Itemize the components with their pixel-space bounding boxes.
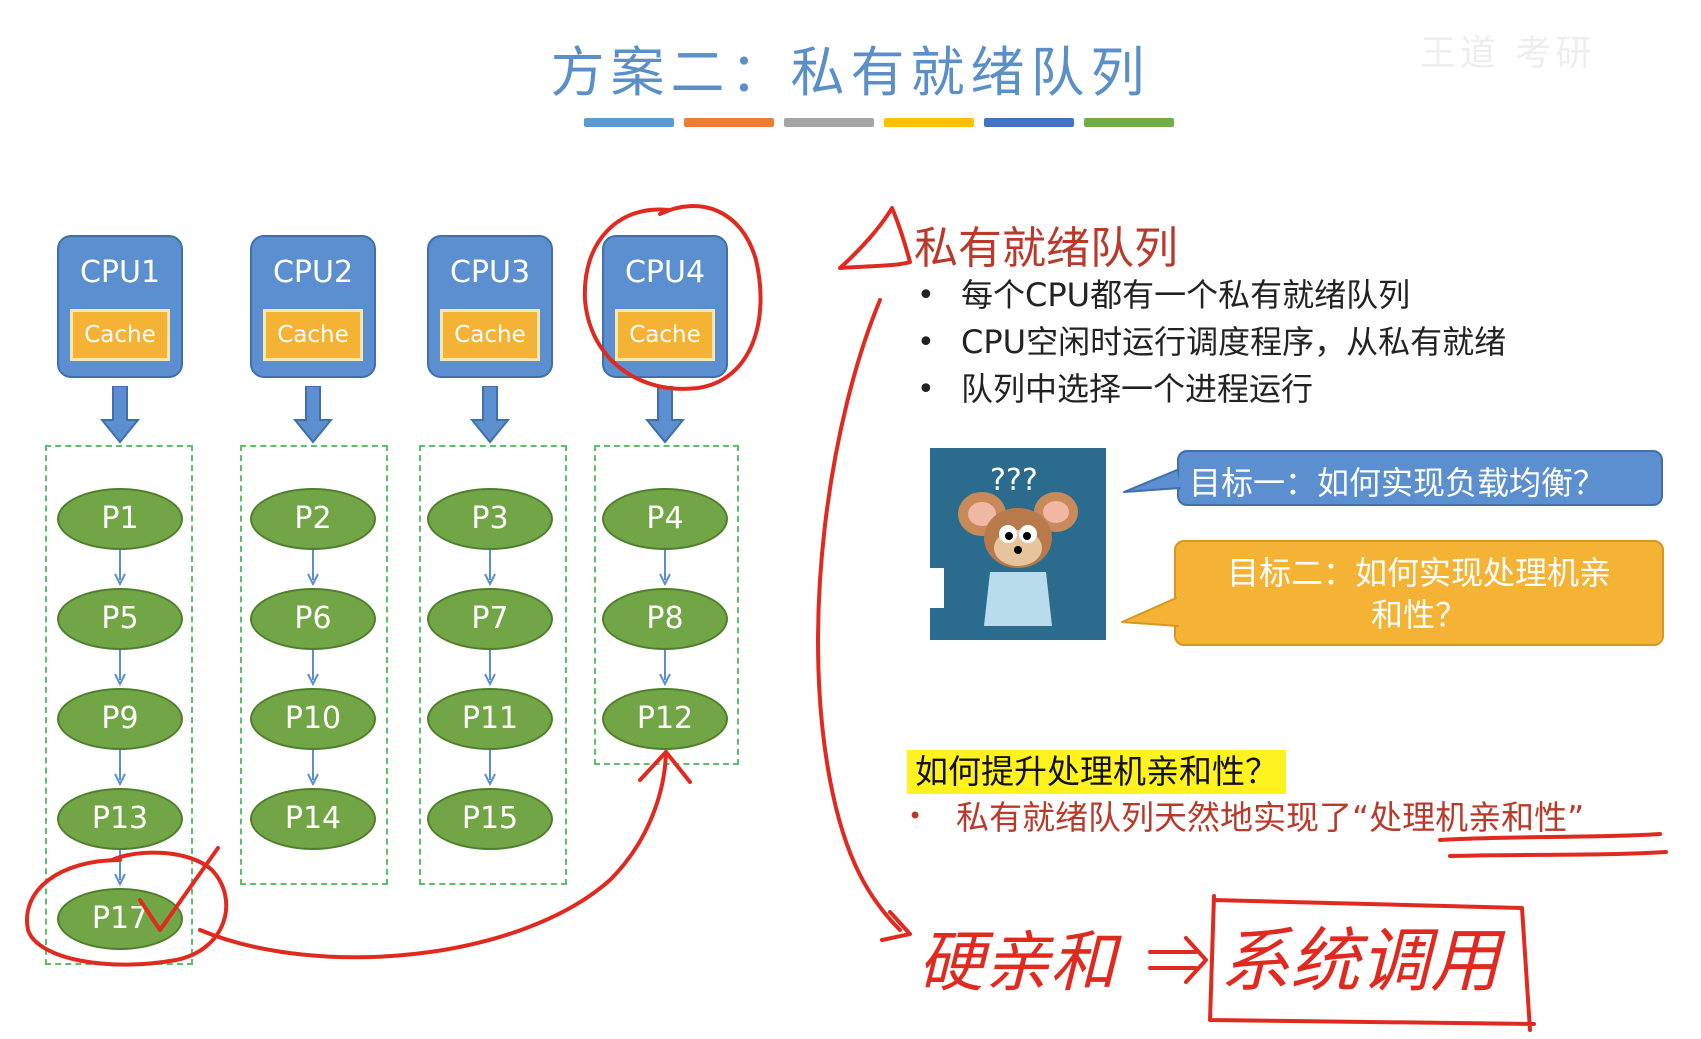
- mouse-illustration: ???: [930, 448, 1106, 640]
- queue-link-arrow: [484, 650, 496, 687]
- process-node: P5: [57, 588, 183, 650]
- section-bullets: 每个CPU都有一个私有就绪队列 CPU空闲时运行调度程序，从私有就绪 队列中选择…: [915, 274, 1506, 415]
- affinity-question: 如何提升处理机亲和性？: [907, 750, 1286, 794]
- process-node: P8: [602, 588, 728, 650]
- long-arrowhead: [880, 910, 912, 942]
- queue-link-arrow: [484, 550, 496, 587]
- affinity-answer: • 私有就绪队列天然地实现了“处理机亲和性”: [908, 796, 1584, 840]
- slide-title: 方案二：私有就绪队列: [550, 41, 1151, 104]
- goal-one-pointer: [1123, 469, 1181, 493]
- queue-link-arrow: [114, 750, 126, 787]
- bullet-dot: •: [908, 802, 923, 830]
- question-marks: ???: [990, 463, 1038, 498]
- process-node: P9: [57, 688, 183, 750]
- cache-box: Cache: [440, 309, 540, 361]
- cpu-label: CPU3: [449, 255, 531, 290]
- implies-arrow: [1148, 936, 1208, 984]
- bullet-item: CPU空闲时运行调度程序，从私有就绪: [915, 321, 1506, 364]
- title-bar-5: [984, 118, 1074, 127]
- p17-circle: [24, 850, 229, 967]
- process-node: P14: [250, 788, 376, 850]
- cache-box: Cache: [263, 309, 363, 361]
- down-arrow-icon: [100, 386, 140, 444]
- quote-underline-1: [1438, 832, 1662, 842]
- migration-arrowhead: [638, 750, 692, 784]
- process-node: P7: [427, 588, 553, 650]
- bullet-item: 每个CPU都有一个私有就绪队列: [915, 274, 1506, 317]
- affinity-answer-quote: “处理机亲和性”: [1352, 798, 1585, 837]
- syscall-box: [1208, 894, 1536, 1032]
- triangle-mark: [838, 206, 912, 270]
- process-node: P12: [602, 688, 728, 750]
- down-arrow-icon: [645, 386, 685, 444]
- title-bar-3: [784, 118, 874, 127]
- cpu-label: CPU4: [624, 255, 706, 290]
- title-bar-4: [884, 118, 974, 127]
- queue-link-arrow: [307, 750, 319, 787]
- confused-mouse-image: ???: [930, 448, 1106, 640]
- goal-two-callout: 目标二：如何实现处理机亲 和性？: [1174, 540, 1664, 646]
- queue-link-arrow: [307, 550, 319, 587]
- title-color-bars: [584, 118, 1174, 127]
- cache-box: Cache: [615, 309, 715, 361]
- process-node: P6: [250, 588, 376, 650]
- process-node: P13: [57, 788, 183, 850]
- goal-two-line-1: 目标二：如何实现处理机亲: [1226, 554, 1611, 592]
- cpu-label: CPU2: [272, 255, 354, 290]
- title-bar-6: [1084, 118, 1174, 127]
- watermark: 王道 考研: [1420, 33, 1596, 74]
- goal-two-line-2: 和性？: [1370, 596, 1467, 634]
- title-bar-2: [684, 118, 774, 127]
- checkmark: [138, 846, 220, 932]
- cpu4-circle: [582, 204, 763, 391]
- handwriting-hard-affinity: 硬亲和: [918, 924, 1122, 1001]
- cpu-label: CPU1: [79, 255, 161, 290]
- ready-queue-2: [240, 445, 388, 885]
- title-bar-1: [584, 118, 674, 127]
- down-arrow-icon: [470, 386, 510, 444]
- queue-link-arrow: [307, 650, 319, 687]
- queue-link-arrow: [659, 550, 671, 587]
- process-node: P3: [427, 488, 553, 550]
- queue-link-arrow: [484, 750, 496, 787]
- quote-underline-2: [1448, 850, 1668, 858]
- process-node: P2: [250, 488, 376, 550]
- process-node: P4: [602, 488, 728, 550]
- bullet-item-continuation: 队列中选择一个进程运行: [915, 368, 1506, 411]
- affinity-answer-text: 私有就绪队列天然地实现了: [956, 798, 1352, 837]
- down-arrow-icon: [293, 386, 333, 444]
- cache-box: Cache: [70, 309, 170, 361]
- process-node: P11: [427, 688, 553, 750]
- process-node: P10: [250, 688, 376, 750]
- queue-link-arrow: [659, 650, 671, 687]
- section-heading: 私有就绪队列: [914, 223, 1178, 274]
- long-arrow: [816, 298, 902, 932]
- process-node: P17: [57, 888, 183, 950]
- process-node: P1: [57, 488, 183, 550]
- handwriting-syscall: 系统调用: [1220, 920, 1506, 1002]
- queue-link-arrow: [114, 550, 126, 587]
- goal-two-pointer: [1121, 597, 1179, 627]
- process-node: P15: [427, 788, 553, 850]
- ready-queue-3: [419, 445, 567, 885]
- goal-one-callout: 目标一：如何实现负载均衡？: [1177, 450, 1663, 506]
- migration-arrow: [198, 750, 668, 960]
- queue-link-arrow: [114, 650, 126, 687]
